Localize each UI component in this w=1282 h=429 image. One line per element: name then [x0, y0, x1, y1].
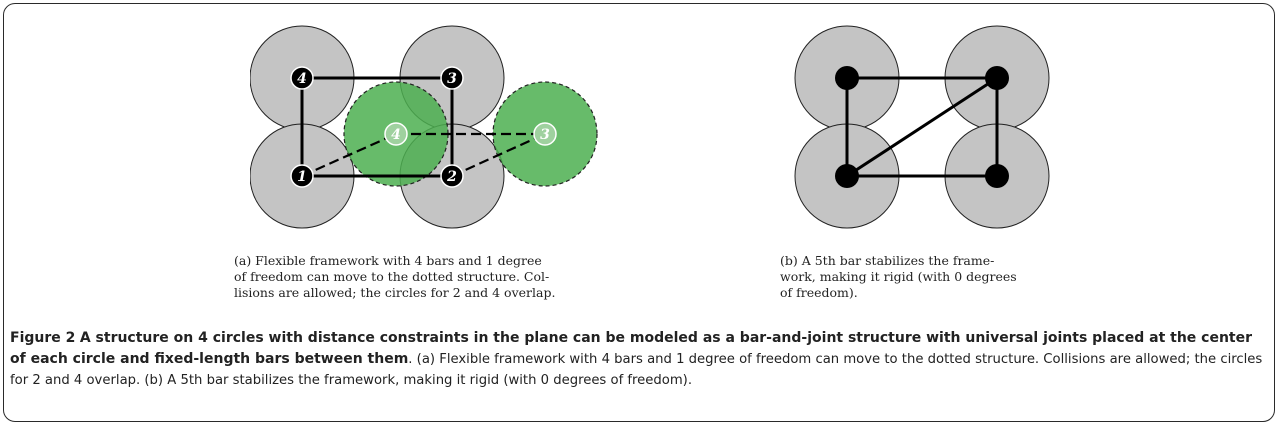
- moved-joint-label-3: 3: [540, 127, 550, 143]
- joint-top-right: [985, 66, 1009, 90]
- joint-bottom-left: [835, 164, 859, 188]
- joint-label-3: 3: [447, 71, 457, 87]
- flexible-framework-diagram: 1 2 3 4 3 4: [250, 25, 598, 229]
- joint-label-1: 1: [297, 169, 307, 185]
- joint-2: [440, 164, 464, 188]
- figure-label: Figure 2: [10, 330, 76, 346]
- joint-top-left: [835, 66, 859, 90]
- figure-caption-body: . (a) Flexible framework with 4 bars and…: [10, 352, 1263, 388]
- moved-joint-label-4: 4: [391, 127, 401, 143]
- joint-label-2: 2: [446, 169, 457, 185]
- joint-bottom-right: [985, 164, 1009, 188]
- figure-caption: Figure 2 A structure on 4 circles with d…: [10, 328, 1272, 391]
- moved-joint-3: [533, 122, 557, 146]
- joint-3: [440, 66, 464, 90]
- rigid-framework-diagram: [794, 25, 1050, 229]
- subcaption-a: (a) Flexible framework with 4 bars and 1…: [234, 253, 556, 300]
- dashed-bar-2-3: [451, 132, 546, 178]
- figure-frame: [3, 3, 1275, 422]
- joint-1: [290, 164, 314, 188]
- dashed-bar-1-4: [301, 132, 397, 178]
- joint-label-4: 4: [297, 71, 307, 87]
- bar-diagonal: [846, 76, 998, 178]
- subcaption-b: (b) A 5th bar stabilizes the frame- work…: [780, 253, 1017, 300]
- figure-title: A structure on 4 circles with distance c…: [10, 330, 1253, 367]
- moved-joint-4: [384, 122, 408, 146]
- joint-4: [290, 66, 314, 90]
